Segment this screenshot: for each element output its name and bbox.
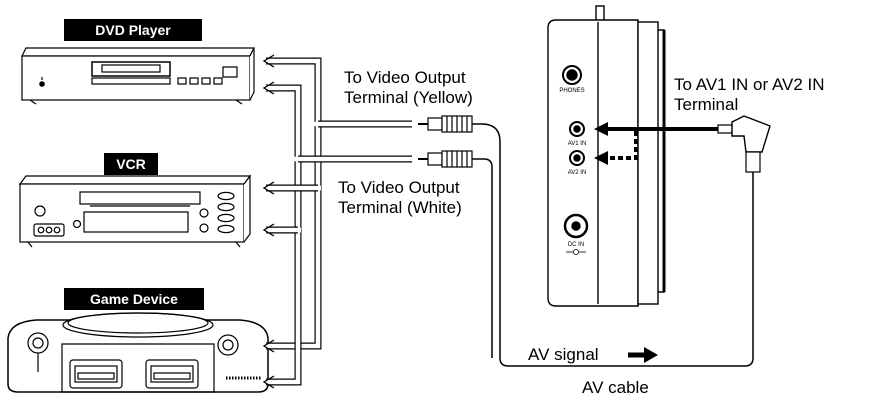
vcr-badge: VCR (104, 153, 158, 175)
rca-plug-white (418, 150, 493, 358)
label-video-yellow-line2: Terminal (Yellow) (344, 88, 473, 107)
port-label-phones: PHONES (559, 88, 584, 94)
port-label-dc: DC IN (568, 242, 584, 248)
label-av-cable: AV cable (582, 378, 649, 397)
monitor-icon (547, 5, 666, 307)
arrowheads (262, 54, 275, 389)
game-device-icon (7, 312, 269, 393)
dvd-player-badge: DVD Player (64, 19, 202, 41)
vcr-icon (18, 174, 252, 248)
av2-dotted-arrow (594, 131, 638, 165)
label-video-yellow-line1: To Video Output (344, 68, 466, 87)
av-signal-arrow (628, 347, 658, 363)
label-av-signal: AV signal (528, 345, 599, 364)
dc-polarity-icon (566, 249, 586, 255)
label-video-white-line2: Terminal (White) (338, 198, 462, 217)
port-label-av1: AV1 IN (568, 141, 587, 147)
device-cables (266, 57, 412, 386)
av1-arrow (594, 122, 720, 136)
label-video-white-line1: To Video Output (338, 178, 460, 197)
mini-plug-icon (708, 115, 771, 173)
label-av-in-line2: Terminal (674, 95, 739, 114)
dvd-player-icon (21, 47, 255, 105)
label-av-in-line1: To AV1 IN or AV2 IN (674, 75, 825, 94)
rca-plug-yellow (418, 115, 754, 367)
game-device-badge: Game Device (64, 288, 204, 310)
port-label-av2: AV2 IN (568, 170, 587, 176)
